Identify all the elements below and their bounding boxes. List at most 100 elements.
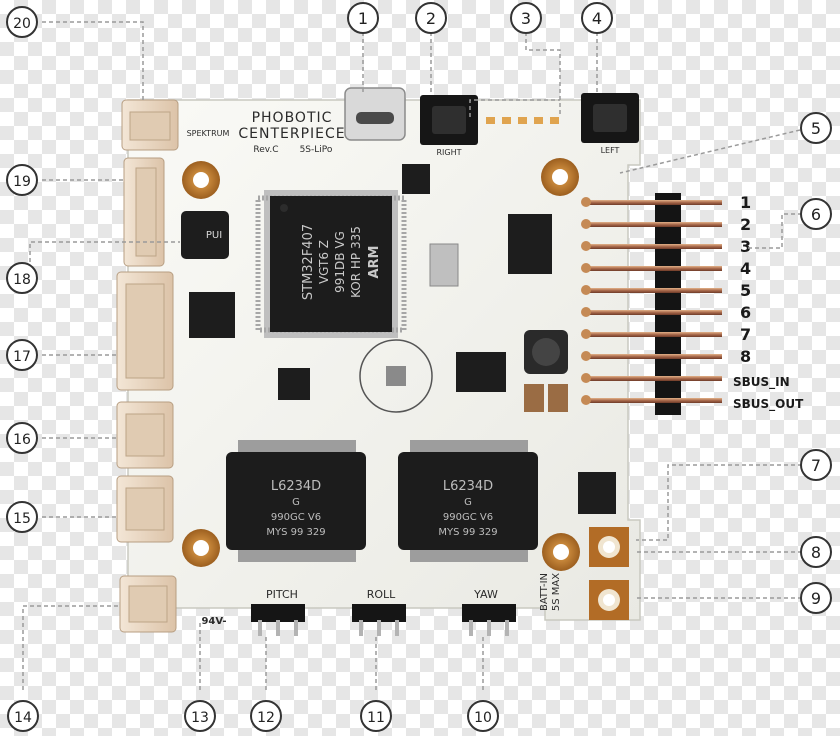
callout-7: 7: [800, 449, 832, 481]
pin-label-5: 5: [740, 281, 751, 300]
mcu-brand: ARM: [367, 245, 382, 278]
pitch-label: PITCH: [266, 588, 298, 601]
rc-pin-pad: [581, 197, 591, 207]
battery-pad-negative: [589, 580, 629, 620]
pitch-header: [251, 604, 305, 636]
mounting-hole: [182, 161, 220, 199]
inductor-label: PUI: [206, 230, 222, 241]
rc-pin-pad: [581, 307, 591, 317]
ic-small: [578, 472, 616, 514]
pin-label-sbus-in: SBUS_IN: [733, 375, 790, 390]
mcu-text-line3: 991DB VG: [333, 231, 347, 293]
mcu-marking: STM32F407 VGT6 Z 991DB VG KOR HP 335 ARM: [301, 224, 382, 300]
callout-14: 14: [7, 700, 39, 732]
rc-pin: [588, 288, 722, 293]
motor-driver-2: [398, 440, 538, 562]
callout-2-text: 2: [426, 9, 436, 28]
jst-connector-19: [123, 157, 165, 267]
callout-20: 20: [6, 6, 38, 38]
callout-19-text: 19: [13, 174, 31, 190]
pin-label-sbus-out: SBUS_OUT: [733, 397, 804, 412]
callout-11-text: 11: [367, 710, 385, 726]
callout-15-text: 15: [13, 511, 31, 527]
rc-pin: [588, 222, 722, 227]
callout-10: 10: [467, 700, 499, 732]
callout-6: 6: [800, 198, 832, 230]
pin-label-1: 1: [740, 193, 751, 212]
callout-5: 5: [800, 112, 832, 144]
leader-6: [745, 213, 802, 249]
jst-connector-14: [119, 575, 177, 633]
pin-label-6: 6: [740, 303, 751, 322]
batt-label-group: BATT-IN 5S MAX: [539, 573, 562, 611]
sensor-ring: [359, 339, 433, 413]
rc-pin: [588, 244, 722, 249]
callout-3: 3: [510, 2, 542, 34]
batt-max-label: 5S MAX: [551, 573, 562, 611]
callout-1: 1: [347, 2, 379, 34]
driver1-line2: G: [292, 497, 300, 508]
rc-pin: [588, 398, 722, 403]
driver2-line3: 990GC V6: [443, 512, 493, 523]
callout-8-text: 8: [811, 543, 821, 562]
mcu-text-line1: STM32F407: [301, 224, 316, 300]
rc-pin-pad: [581, 285, 591, 295]
leader-7: [636, 464, 802, 541]
callout-8: 8: [800, 536, 832, 568]
jst-connector-20: [121, 99, 179, 151]
driver2-line2: G: [464, 497, 472, 508]
jst-connector-17: [116, 271, 174, 391]
callout-20-text: 20: [13, 16, 31, 32]
mounting-hole: [182, 529, 220, 567]
pin-label-7: 7: [740, 325, 751, 344]
rc-pin: [588, 354, 722, 359]
rc-pin: [588, 266, 722, 271]
board-name-line2: CENTERPIECE: [238, 126, 345, 142]
callout-5-text: 5: [811, 119, 821, 138]
board-battery-spec: 5S-LiPo: [300, 145, 333, 155]
right-button-label: RIGHT: [436, 148, 461, 157]
callout-19: 19: [6, 164, 38, 196]
leader-3: [525, 32, 561, 117]
push-button-left: [581, 93, 639, 143]
pin-label-2: 2: [740, 215, 751, 234]
rc-pin: [588, 310, 722, 315]
driver1-line1: L6234D: [271, 479, 321, 494]
pin-label-8: 8: [740, 347, 751, 366]
leader-3b: [469, 99, 560, 117]
rc-pin: [588, 200, 722, 205]
rc-pin-pad: [581, 395, 591, 405]
rc-pin-pad: [581, 351, 591, 361]
ic-small: [278, 368, 310, 400]
callout-4: 4: [581, 2, 613, 34]
leader-18: [29, 241, 180, 262]
mounting-hole: [542, 533, 580, 571]
callout-13-text: 13: [191, 710, 209, 726]
yaw-header: [462, 604, 516, 636]
status-leds: [486, 117, 559, 124]
ic-small: [189, 292, 235, 338]
callout-4-text: 4: [592, 9, 602, 28]
callout-12-text: 12: [257, 710, 275, 726]
capacitors: [524, 384, 568, 412]
callout-6-text: 6: [811, 205, 821, 224]
callout-13: 13: [184, 700, 216, 732]
board-name-line1: PHOBOTIC: [252, 110, 333, 126]
left-button-label: LEFT: [601, 146, 620, 155]
mcu-text-line2: VGT6 Z: [317, 240, 331, 284]
driver2-line1: L6234D: [443, 479, 493, 494]
roll-label: ROLL: [367, 588, 396, 601]
callout-7-text: 7: [811, 456, 821, 475]
usb-port: [344, 87, 406, 141]
callout-16: 16: [6, 422, 38, 454]
callout-1-text: 1: [358, 9, 368, 28]
rc-pin-pad: [581, 329, 591, 339]
inductor-pui: PUI: [181, 211, 229, 259]
mounting-hole: [541, 158, 579, 196]
rc-pin-pad: [581, 241, 591, 251]
yaw-label: YAW: [473, 588, 498, 601]
board-revision: Rev.C: [253, 145, 278, 155]
callout-17: 17: [6, 339, 38, 371]
callout-11: 11: [360, 700, 392, 732]
callout-15: 15: [6, 501, 38, 533]
